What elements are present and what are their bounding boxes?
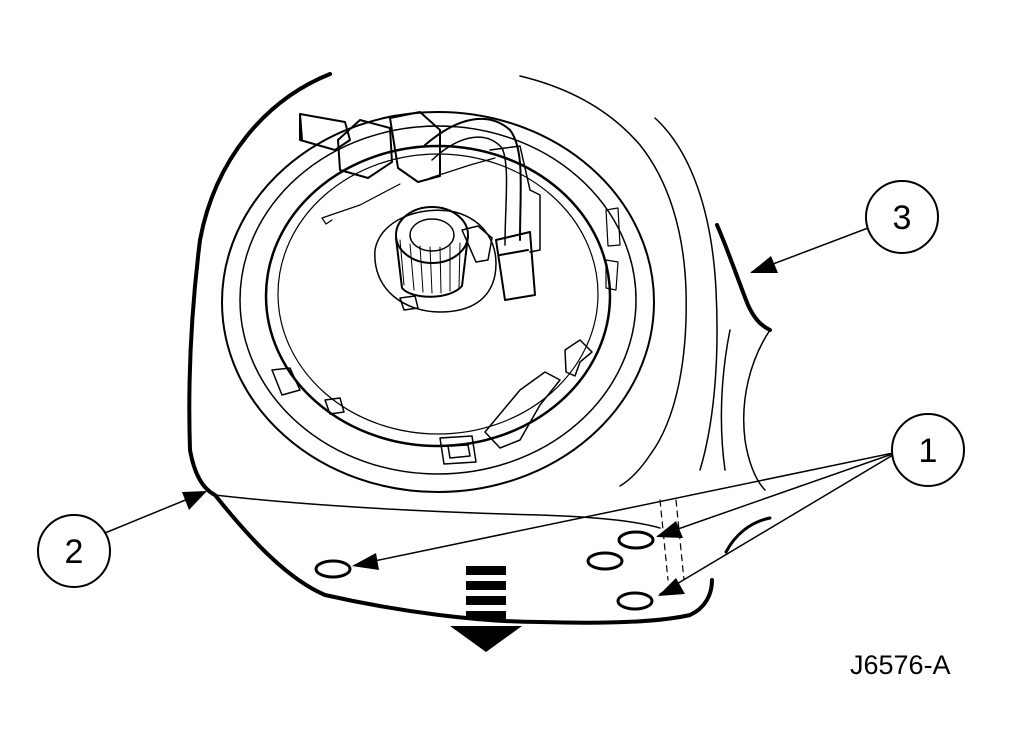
arrowhead-3 <box>750 256 778 273</box>
arrowhead-2 <box>182 491 207 510</box>
down-arrow-dash-mid <box>466 596 506 605</box>
shaft-bore-outer <box>395 206 469 264</box>
shroud-inner-arc <box>724 516 772 554</box>
clockspring-lower-tab-left <box>271 367 301 396</box>
retaining-hole-left <box>314 559 352 579</box>
shroud-upper-edge <box>519 75 687 487</box>
leader-line-1b <box>657 451 899 537</box>
clockspring-right-clip <box>564 339 593 377</box>
shroud-outline <box>187 72 714 625</box>
hidden-line-a <box>659 499 685 581</box>
arrowhead-1b <box>656 521 683 538</box>
clockspring-lower-tab-mid <box>324 397 345 415</box>
column-housing-edge <box>715 223 772 332</box>
leader-line-1c <box>659 451 899 595</box>
harness-bracket <box>489 145 541 253</box>
clockspring-right-notch <box>605 207 621 291</box>
down-arrow-dash-upper <box>466 581 506 590</box>
column-housing-line <box>720 329 731 471</box>
down-arrow-head <box>450 626 522 652</box>
arrowhead-1a <box>352 553 379 570</box>
down-arrow-icon <box>450 566 522 652</box>
callout-circle-2 <box>37 514 111 588</box>
callout-number-3: 3 <box>893 199 912 237</box>
shaft-body <box>395 235 469 298</box>
wire-lead-right <box>429 157 496 179</box>
callout-number-1: 1 <box>919 432 938 470</box>
callout-number-2: 2 <box>65 533 84 571</box>
shaft-splines <box>399 239 461 294</box>
connector-right <box>389 111 441 183</box>
shroud-side-edge <box>654 117 718 471</box>
hub-side-tab <box>461 225 493 263</box>
callout-circle-1 <box>891 413 965 487</box>
wire-lead <box>321 183 401 225</box>
retaining-hole-center-right <box>586 551 624 571</box>
retaining-hole-upper-right <box>617 530 655 550</box>
column-housing-curve <box>742 329 771 491</box>
callout-circle-3 <box>865 180 939 254</box>
down-arrow-dash-top <box>466 566 506 575</box>
figure-id-label: J6576-A <box>850 650 951 680</box>
hub-lower-tab <box>399 295 419 311</box>
clockspring-lower-connector <box>439 435 477 465</box>
down-arrow-dash-low <box>466 611 506 620</box>
clockspring-lower-latch <box>484 371 561 449</box>
clockspring-inner-ring <box>264 144 612 448</box>
arrowhead-1c <box>658 578 685 596</box>
harness-connector <box>495 231 536 301</box>
connector-upper-center <box>337 119 393 179</box>
connector-left <box>299 113 351 151</box>
retaining-hole-lower-right <box>616 591 654 611</box>
shaft-bore-inner <box>409 218 455 252</box>
hub-collar <box>374 209 497 313</box>
clockspring-outer-ring <box>221 111 655 493</box>
wire-harness <box>424 117 522 241</box>
clockspring-middle-ring <box>239 125 637 475</box>
shroud-surface-line <box>214 494 661 529</box>
leader-line-1a <box>354 451 899 566</box>
